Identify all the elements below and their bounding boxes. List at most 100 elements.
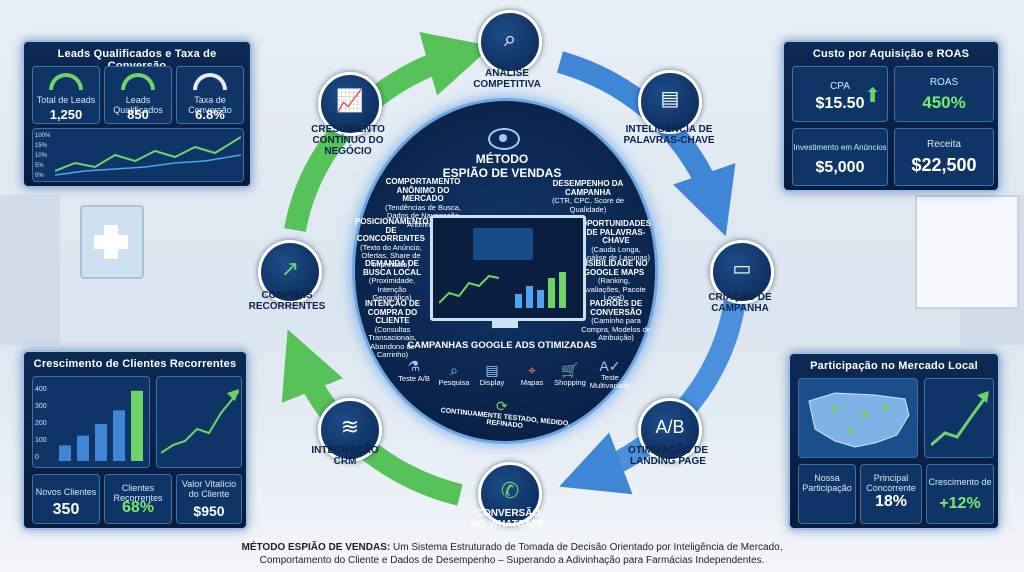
up-arrow-icon: ⬆ <box>864 85 881 107</box>
node-label-recurring-purchases: COMPRAS RECORRENTES <box>248 290 326 312</box>
label-local-search-demand: DEMANDA DE BUSCA LOCAL(Proximidade, Inte… <box>363 259 421 302</box>
flask-icon: ⚗ <box>407 358 421 374</box>
node-competitive-analysis[interactable]: ⌕ <box>478 10 542 74</box>
node-label-competitive-analysis: ANÁLISE COMPETITIVA <box>473 68 541 90</box>
growth-chart-icon: ↗ <box>280 256 300 281</box>
footer-caption: MÉTODO ESPIÃO DE VENDAS: Um Sistema Estr… <box>0 541 1024 567</box>
monitor-stand <box>492 318 518 328</box>
label-keyword-opportunities: OPORTUNIDADES DE PALAVRAS-CHAVE(Cauda Lo… <box>580 219 652 262</box>
metric-qualified-leads: Leads Qualificados 850 <box>104 66 172 124</box>
metric-revenue: Receita $22,500 <box>894 128 994 186</box>
shopping-cart-icon: 🛒 <box>561 362 579 378</box>
whatsapp-chat-icon: ✆ <box>500 478 520 503</box>
leads-trend-line <box>55 136 241 176</box>
node-continuous-growth[interactable]: 📈 <box>318 72 382 136</box>
panel-leads: Leads Qualificados e Taxa de Conversão T… <box>22 40 252 188</box>
ad-item-maps: ⌖ Mapas <box>512 362 552 387</box>
metric-conversion-rate: Taxa de Conversão 6.8% <box>176 66 244 124</box>
pharmacy-cross-sign <box>80 205 144 279</box>
metric-roas: ROAS 450% <box>894 66 994 122</box>
node-label-whatsapp-conversion: CONVERSÃO NO WHATSAPP <box>470 508 546 530</box>
panel-market-title: Participação no Mercado Local <box>810 360 978 372</box>
magnifier-chart-icon: ⌕ <box>503 26 517 51</box>
eye-logo-icon <box>488 128 520 150</box>
ad-item-shopping: 🛒 Shopping <box>550 362 590 387</box>
shelf-left <box>0 195 60 345</box>
gauge-icon <box>49 73 83 90</box>
ad-item-search: ⌕ Pesquisa <box>434 362 474 387</box>
recurring-bar <box>131 390 143 461</box>
node-campaign-creation[interactable]: ▭ <box>710 240 774 304</box>
refresh-icon: ⟳ <box>496 398 508 414</box>
search-icon: ⌕ <box>450 362 458 378</box>
market-map <box>798 378 918 458</box>
recurring-bar <box>113 410 125 461</box>
map-pin-icon: ⌖ <box>528 362 536 378</box>
panel-recurring-title: Crescimento de Clientes Recorrentes <box>33 358 237 370</box>
display-icon: ▤ <box>485 362 499 378</box>
label-campaign-performance: DESEMPENHO DA CAMPANHA(CTR, CPC, Score d… <box>551 179 625 214</box>
node-keyword-intelligence[interactable]: ▤ <box>638 70 702 134</box>
metric-ad-investment: Investimento em Anúncios $5,000 <box>792 128 888 186</box>
metric-growth: Crescimento de +12% <box>926 464 994 524</box>
ad-item-multivariate: A✓ Teste Multivariado <box>589 358 631 390</box>
footer-bold: MÉTODO ESPIÃO DE VENDAS: <box>241 542 391 553</box>
ad-item-ab-test: ⚗ Teste A/B <box>394 358 434 383</box>
metric-cpa: CPA $15.50 ⬆ <box>792 66 888 122</box>
gauge-icon <box>193 73 227 90</box>
monitor-bar-chart <box>515 272 566 308</box>
label-competitor-positioning: POSICIONAMENTO DE CONCORRENTES(Texto do … <box>355 217 429 269</box>
node-label-keyword-intelligence: INTELIGÊNCIA DE PALAVRAS-CHAVE <box>623 124 715 146</box>
metric-main-competitor: Principal Concorrente 18% <box>860 464 922 524</box>
metric-total-leads: Total de Leads 1,250 <box>32 66 100 124</box>
gauge-icon <box>121 73 155 90</box>
center-title-line1: MÉTODO <box>475 152 529 166</box>
label-purchase-intent: INTENÇÃO DE COMPRA DO CLIENTE(Consultas … <box>364 299 421 359</box>
rising-bars-icon: 📈 <box>336 88 364 113</box>
market-growth-line <box>931 391 989 447</box>
panel-market-share: Participação no Mercado Local Nossa Part… <box>788 352 1000 530</box>
monitor-line-chart <box>439 274 499 304</box>
recurring-trend-line <box>161 389 239 454</box>
database-icon: ≋ <box>340 414 360 439</box>
footer-line1: Um Sistema Estruturado de Tomada de Deci… <box>390 542 783 553</box>
metric-lifetime-value: Valor Vitalício do Cliente $950 <box>176 474 242 524</box>
map-screen <box>915 195 1019 309</box>
dashboard-monitor <box>430 215 586 321</box>
panel-cpa-title: Custo por Aquisição e ROAS <box>812 48 970 60</box>
metric-new-customers: Novos Clientes 350 <box>32 474 100 524</box>
node-label-crm-integration: INTEGRAÇÃO CRM <box>311 445 379 467</box>
recurring-bars <box>59 390 143 461</box>
ad-item-display: ▤ Display <box>472 362 512 387</box>
leads-trend-chart: 100%15%10%5%0% <box>32 128 244 182</box>
metric-our-share: Nossa Participação <box>798 464 856 524</box>
market-growth-chart <box>924 378 994 458</box>
recurring-bar <box>95 423 107 461</box>
node-label-campaign-creation: CRIAÇÃO DE CAMPANHA <box>708 292 772 314</box>
footer-line2: Comportamento do Cliente e Dados de Dese… <box>259 555 765 566</box>
node-label-continuous-growth: CRESCIMENTO CONTÍNUO DO NEGÓCIO <box>311 124 385 157</box>
ads-title: CAMPANHAS GOOGLE ADS OTIMIZADAS <box>407 340 597 351</box>
node-label-landing-page: OTIMIZAÇÃO DE LANDING PAGE <box>628 445 708 467</box>
node-crm-integration[interactable]: ≋ <box>318 398 382 462</box>
leads-y-ticks: 100%15%10%5%0% <box>35 133 51 179</box>
browser-cursor-icon: ▭ <box>732 258 752 280</box>
keyword-search-icon: ▤ <box>660 88 680 110</box>
recurring-bar <box>59 445 71 461</box>
node-whatsapp-conversion[interactable]: ✆ <box>478 462 542 526</box>
metric-recurring-customers: Clientes Recorrentes 68% <box>104 474 172 524</box>
panel-cpa-roas: Custo por Aquisição e ROAS CPA $15.50 ⬆ … <box>782 40 1000 192</box>
node-recurring-purchases[interactable]: ↗ <box>258 240 322 304</box>
center-title: MÉTODO ESPIÃO DE VENDAS <box>402 152 602 180</box>
node-landing-page[interactable]: A/B <box>638 398 702 462</box>
usa-map-icon <box>808 392 910 448</box>
label-google-maps-visibility: VISIBILIDADE NO GOOGLE MAPS(Ranking, Ava… <box>580 259 648 302</box>
label-conversion-patterns: PADRÕES DE CONVERSÃO(Caminho para Compra… <box>581 299 651 342</box>
landing-page-icon: A/B <box>655 417 685 437</box>
label-market-behavior: COMPORTAMENTO ANÔNIMO DO MERCADO(Tendênc… <box>385 177 461 229</box>
world-map-widget <box>473 228 533 260</box>
